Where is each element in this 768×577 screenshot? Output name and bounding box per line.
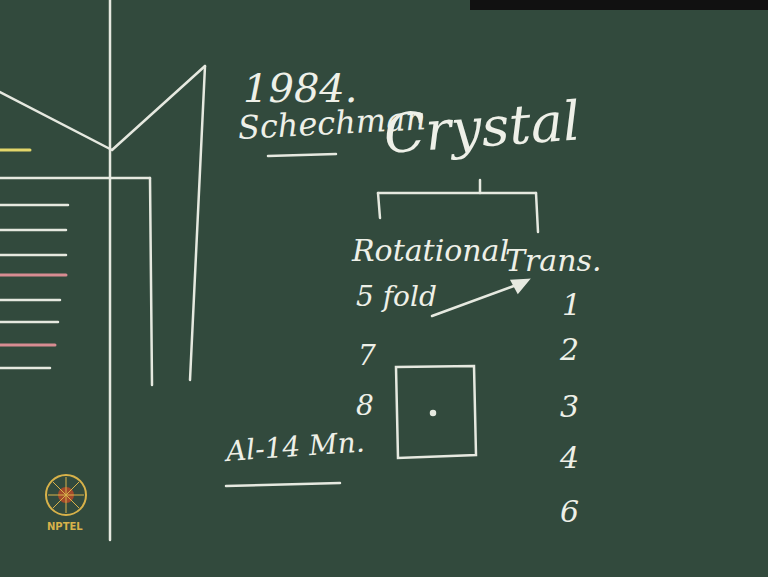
fold-number: 3 — [560, 392, 579, 422]
fold-number: 7 — [358, 342, 376, 370]
logo-text: NPTEL — [47, 522, 83, 532]
year-label: 1984. — [243, 68, 358, 108]
coloured-chalk — [0, 150, 66, 345]
branch-label: Trans. — [505, 246, 602, 276]
fold-number: 6 — [560, 497, 579, 527]
chalk-lines — [0, 0, 538, 540]
fold-number: 4 — [560, 443, 579, 473]
fold-number: 8 — [356, 392, 374, 420]
branch-label: Rotational — [352, 236, 509, 266]
nptel-logo — [46, 475, 86, 515]
board-edge — [470, 0, 768, 10]
heading-word: Crystal — [382, 94, 582, 162]
fold-number: 1 — [562, 290, 581, 320]
fold-label: 5 fold — [356, 283, 437, 311]
fold-number: 2 — [560, 335, 579, 365]
